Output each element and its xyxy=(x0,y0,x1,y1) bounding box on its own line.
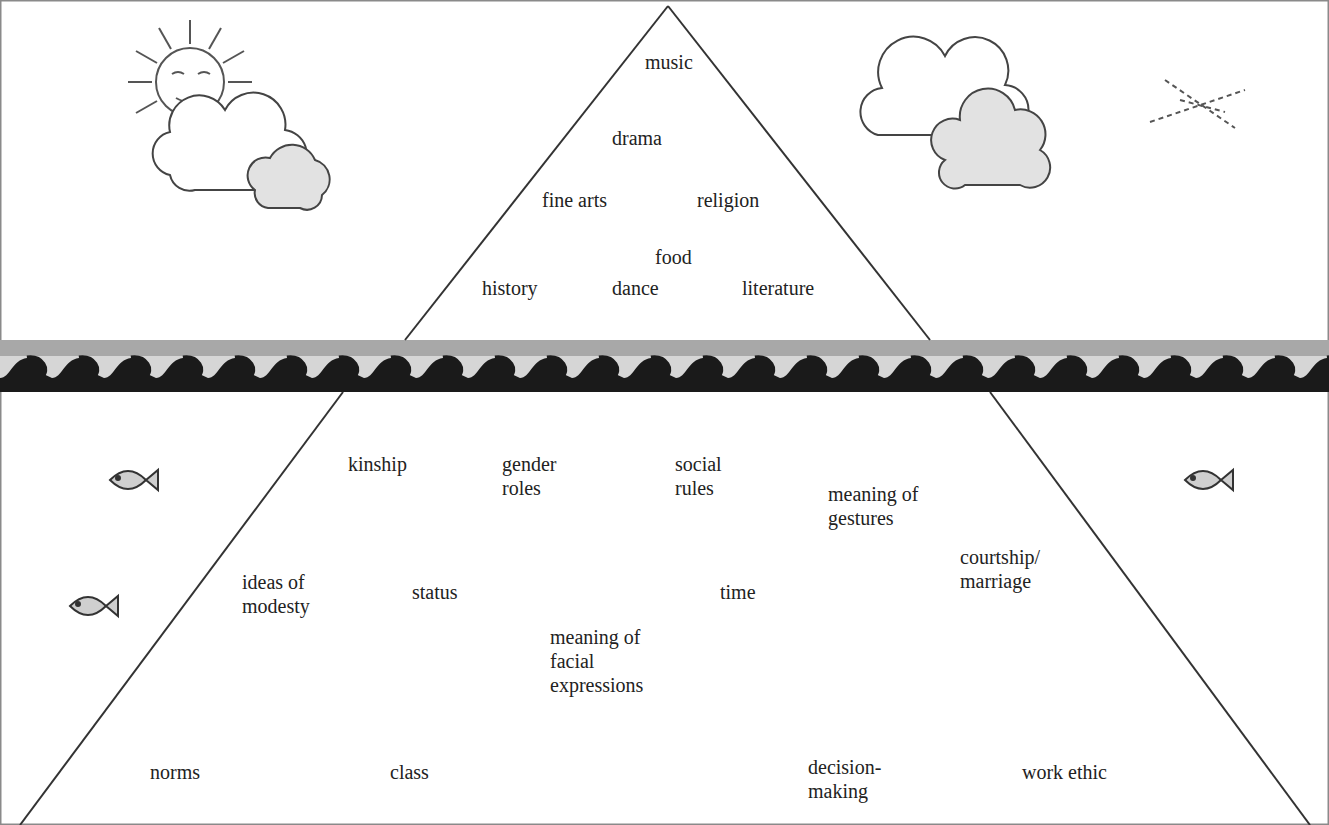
culture-item: drama xyxy=(612,126,662,150)
culture-item: meaning of facial expressions xyxy=(550,625,665,697)
culture-item: class xyxy=(390,760,429,784)
cloud xyxy=(931,89,1050,189)
cloud xyxy=(248,145,330,210)
culture-item: social rules xyxy=(675,452,750,500)
iceberg-edge xyxy=(668,6,930,340)
culture-item: meaning of gestures xyxy=(828,482,943,530)
culture-item: decision-making xyxy=(808,755,893,803)
culture-item: status xyxy=(412,580,458,604)
culture-item: dance xyxy=(612,276,659,300)
culture-item: ideas of modesty xyxy=(242,570,337,618)
culture-item: food xyxy=(655,245,692,269)
plane xyxy=(1150,80,1245,128)
culture-item: history xyxy=(482,276,538,300)
culture-item: religion xyxy=(697,188,759,212)
culture-item: kinship xyxy=(348,452,407,476)
fish xyxy=(70,470,1233,616)
iceberg-edge xyxy=(990,392,1310,825)
water-band xyxy=(0,340,1329,392)
culture-item: courtship/ marriage xyxy=(960,545,1070,593)
culture-item: time xyxy=(720,580,756,604)
iceberg-edge xyxy=(20,392,343,825)
culture-item: literature xyxy=(742,276,814,300)
culture-item: norms xyxy=(150,760,200,784)
iceberg-edge xyxy=(405,6,668,340)
culture-item: gender roles xyxy=(502,452,577,500)
culture-item: work ethic xyxy=(1022,760,1107,784)
culture-item: music xyxy=(645,50,693,74)
culture-item: fine arts xyxy=(542,188,607,212)
